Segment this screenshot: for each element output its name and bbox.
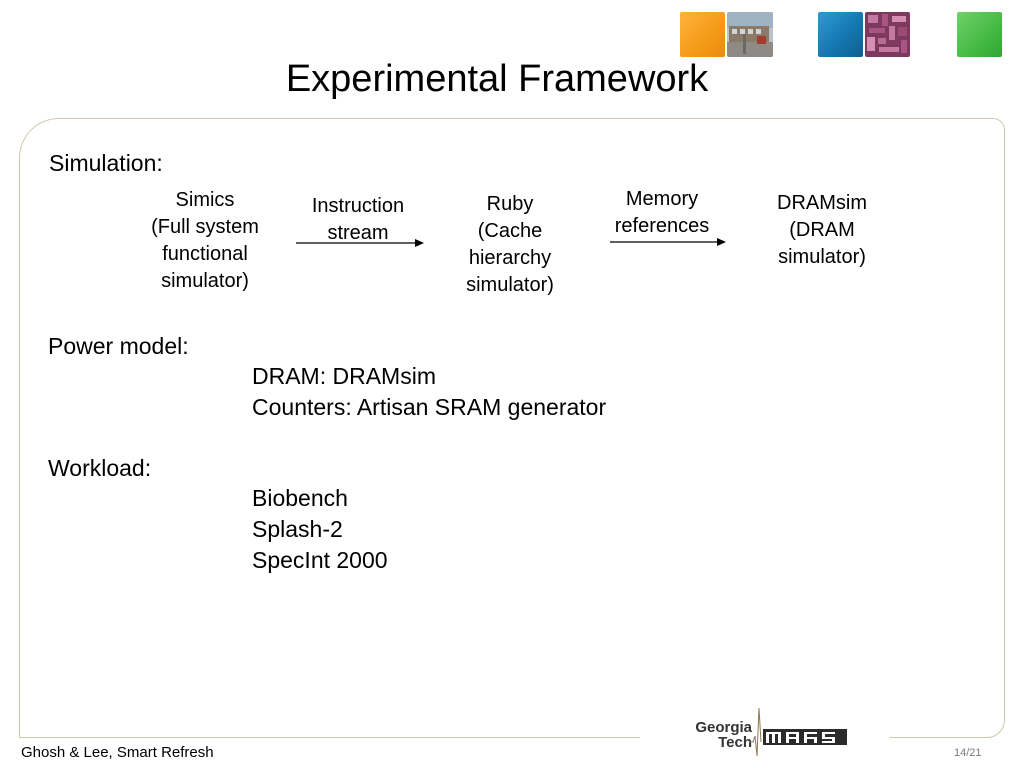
ruby-line: (Cache	[477, 220, 543, 242]
power-model-list: DRAM: DRAMsim Counters: Artisan SRAM gen…	[252, 361, 606, 423]
power-model-label: Power model:	[48, 333, 189, 359]
workload-label: Workload:	[48, 455, 152, 481]
ruby-line: hierarchy	[468, 247, 552, 269]
memory-references-line: references	[614, 215, 710, 237]
ruby-line: Ruby	[486, 193, 534, 215]
instruction-stream-line: Instruction	[311, 195, 405, 217]
slide-title: Experimental Framework	[285, 58, 709, 100]
content-frame	[19, 118, 1005, 738]
simics-label: Simics (Full system functional simulator…	[132, 187, 278, 295]
list-item: Biobench	[252, 485, 348, 511]
list-item: Splash-2	[252, 516, 343, 542]
dramsim-line: DRAMsim	[777, 192, 867, 214]
page-number: 14/21	[954, 747, 982, 759]
georgia-tech-logo-line: Tech	[718, 734, 752, 751]
ruby-label: Ruby (Cache hierarchy simulator)	[440, 191, 580, 299]
orange-tile-graphic	[680, 12, 725, 57]
simics-line: (Full system	[151, 216, 259, 238]
instruction-stream-label: Instruction stream	[290, 193, 426, 247]
list-item: DRAM: DRAMsim	[252, 363, 436, 389]
simics-line: functional	[162, 243, 248, 265]
list-item: Counters: Artisan SRAM generator	[252, 394, 607, 420]
ruby-line: simulator)	[466, 274, 554, 296]
list-item: SpecInt 2000	[252, 547, 388, 573]
simics-line: simulator)	[161, 270, 249, 292]
footer-citation: Ghosh & Lee, Smart Refresh	[21, 744, 214, 761]
simulation-label: Simulation:	[49, 150, 163, 176]
simics-line: Simics	[175, 189, 235, 211]
instruction-stream-line: stream	[327, 222, 389, 244]
campus-photo-tile	[727, 12, 773, 57]
green-tile-graphic	[957, 12, 1002, 57]
georgia-tech-logo: Georgia Tech	[686, 720, 752, 750]
chip-photo-tile	[865, 12, 910, 57]
georgia-tech-logo-line: Georgia	[695, 719, 752, 736]
instruction-stream-arrow	[296, 239, 424, 247]
mars-logo	[763, 729, 847, 745]
dramsim-line: (DRAM	[789, 219, 855, 241]
memory-references-arrow	[610, 238, 726, 246]
workload-list: Biobench Splash-2 SpecInt 2000	[252, 483, 388, 576]
dramsim-label: DRAMsim (DRAM simulator)	[752, 190, 892, 271]
dramsim-line: simulator)	[778, 246, 866, 268]
memory-references-label: Memory references	[600, 186, 724, 240]
logo-mark-icon	[749, 707, 762, 757]
blue-tile-graphic	[818, 12, 863, 57]
memory-references-line: Memory	[625, 188, 699, 210]
